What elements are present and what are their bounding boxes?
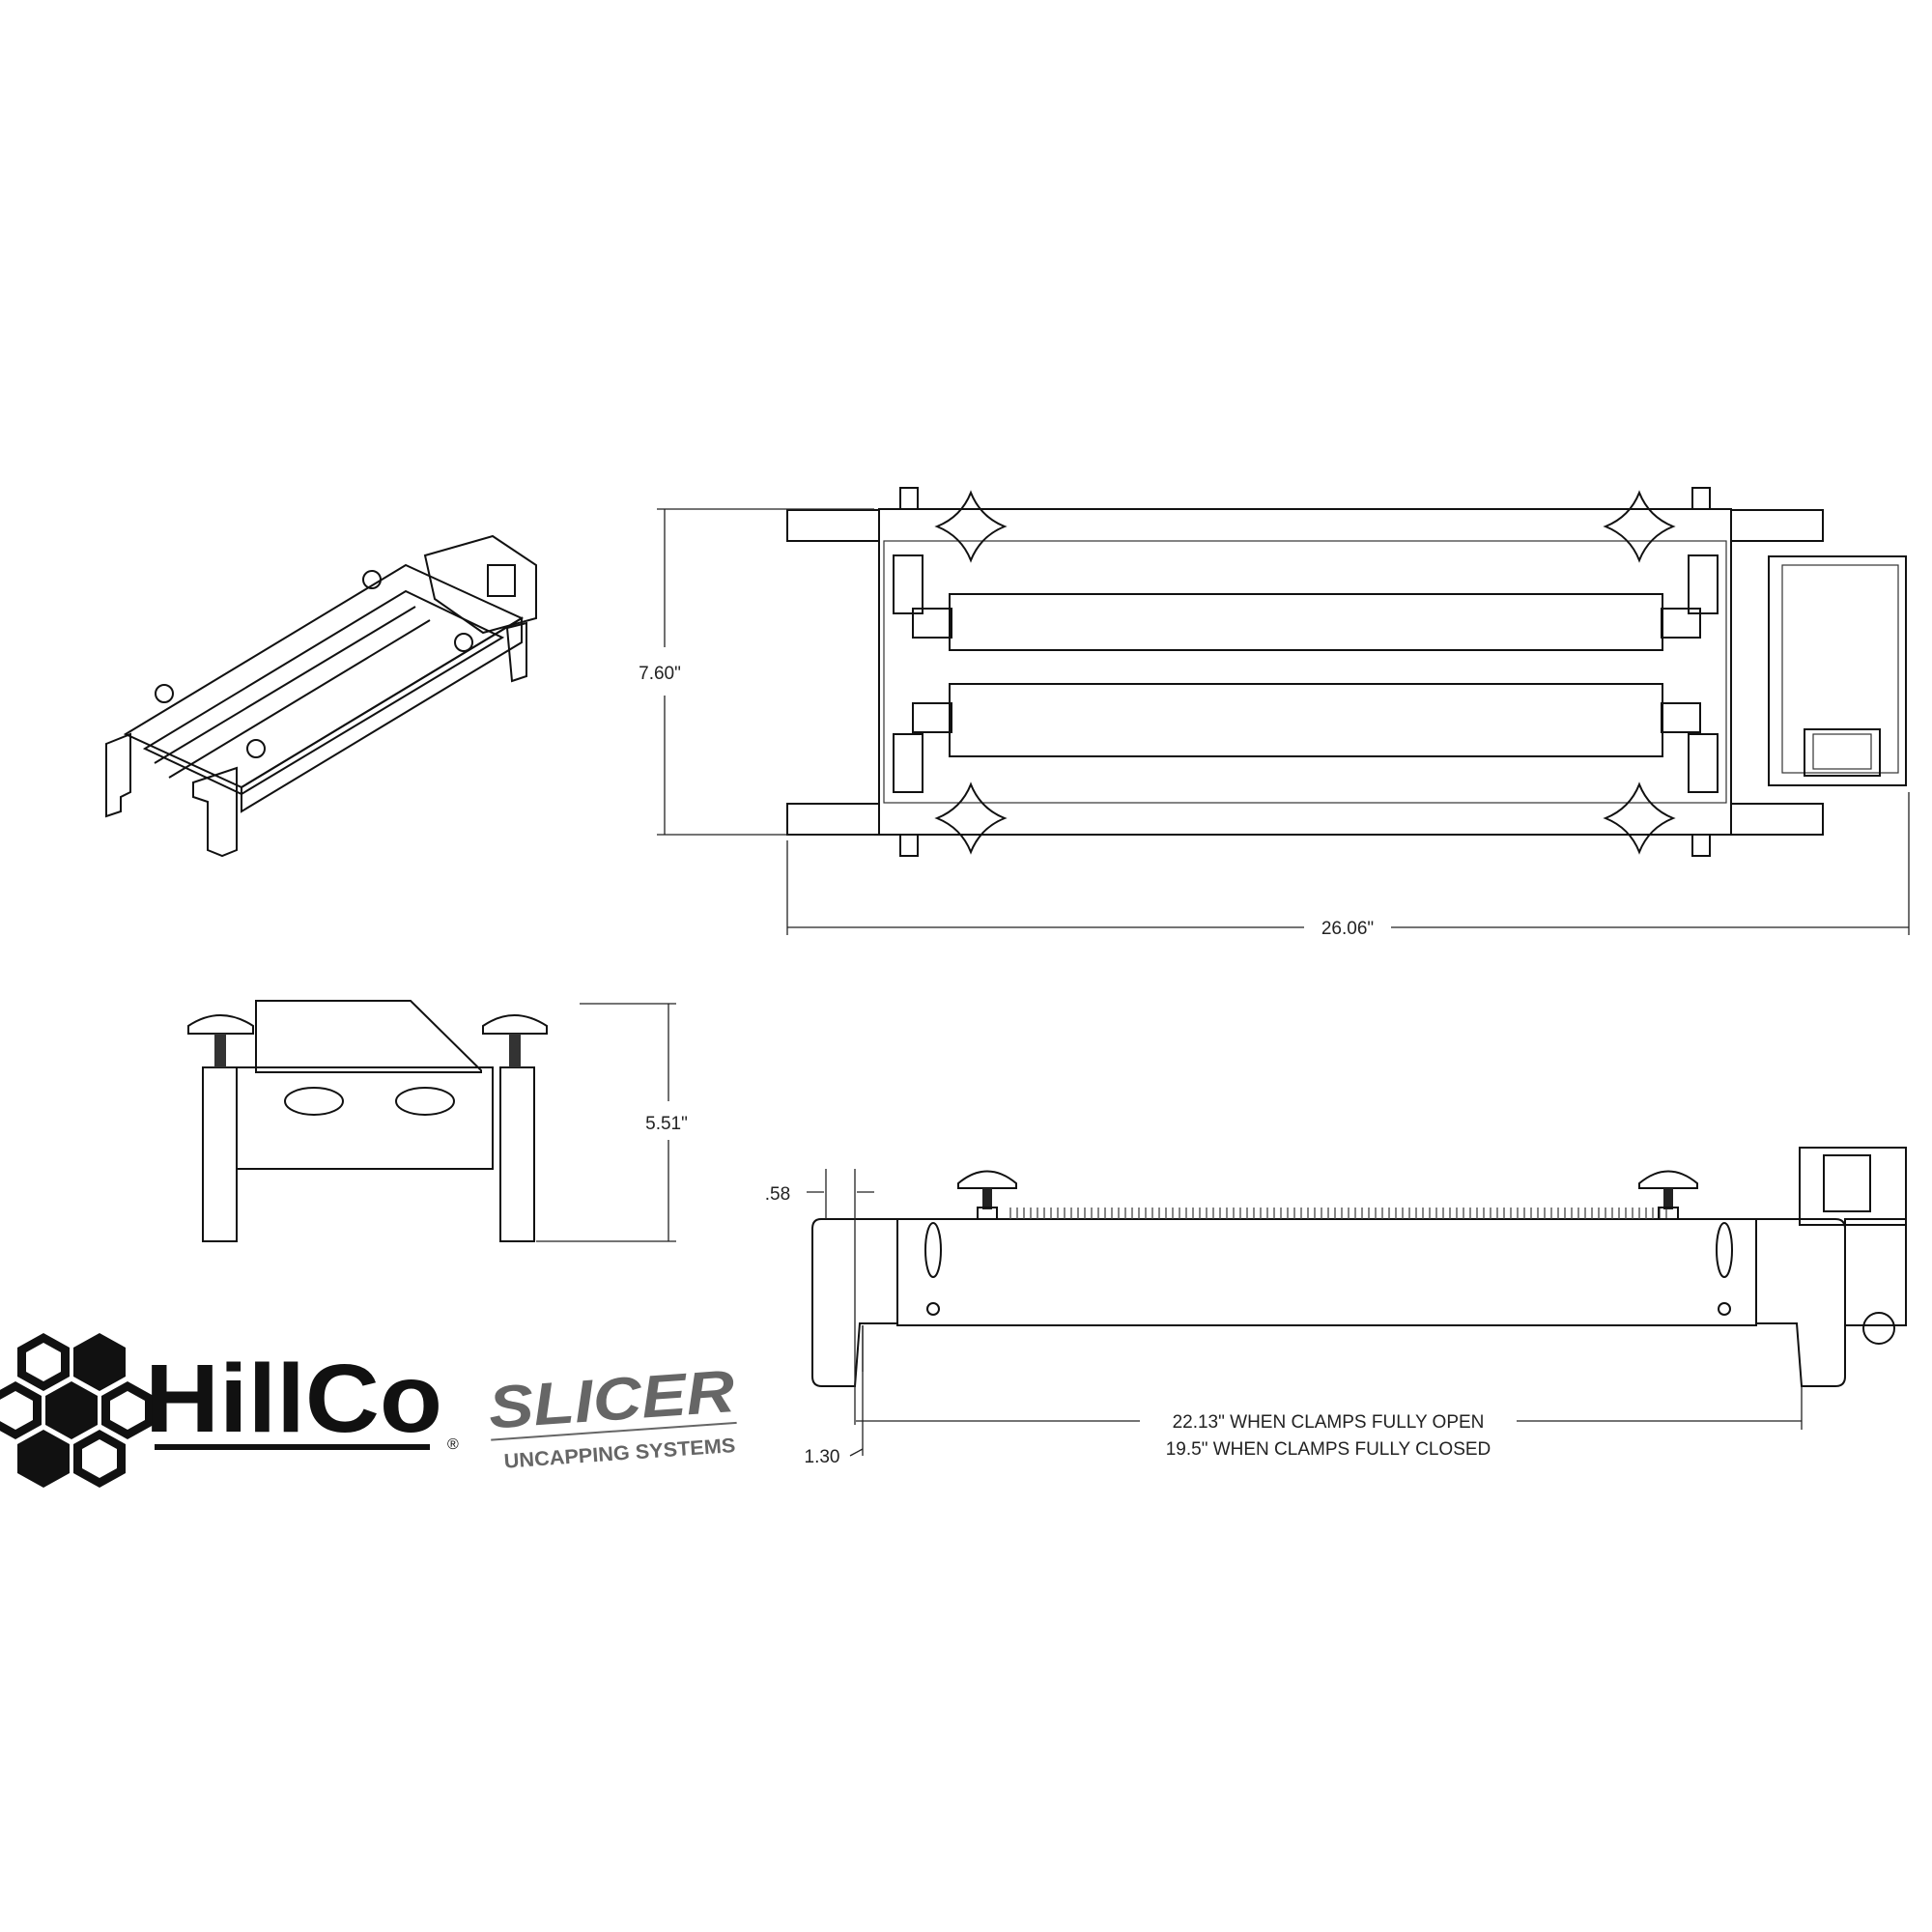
top-view [786, 487, 1907, 857]
dim-5-51-label: 5.51" [645, 1114, 688, 1134]
front-dimensions [807, 1169, 1803, 1457]
dimension-26-06 [786, 792, 1910, 935]
hillco-hexagon-logo-icon [0, 1333, 154, 1488]
dimension-7-60 [657, 508, 874, 836]
front-view [811, 1147, 1907, 1387]
registered-mark: ® [447, 1436, 459, 1453]
dim-7-60-label: 7.60" [639, 664, 681, 684]
dim-0-58-label: .58 [765, 1184, 790, 1205]
dim-26-06-label: 26.06" [1321, 919, 1374, 939]
side-view [187, 1000, 548, 1242]
hillco-underline [155, 1444, 430, 1450]
isometric-view [105, 534, 537, 858]
dimension-5-51 [536, 1003, 676, 1242]
dim-clamps-open-label: 22.13" WHEN CLAMPS FULLY OPEN [1173, 1412, 1485, 1433]
hillco-brand-text: HillCo [145, 1345, 442, 1453]
slicer-tagline-text: UNCAPPING SYSTEMS [503, 1435, 736, 1473]
dim-1-30-label: 1.30 [805, 1447, 840, 1467]
slicer-product-text: SLICER [487, 1358, 737, 1442]
dim-clamps-closed-label: 19.5" WHEN CLAMPS FULLY CLOSED [1166, 1439, 1492, 1460]
slicer-logo: SLICER UNCAPPING SYSTEMS [487, 1358, 737, 1473]
